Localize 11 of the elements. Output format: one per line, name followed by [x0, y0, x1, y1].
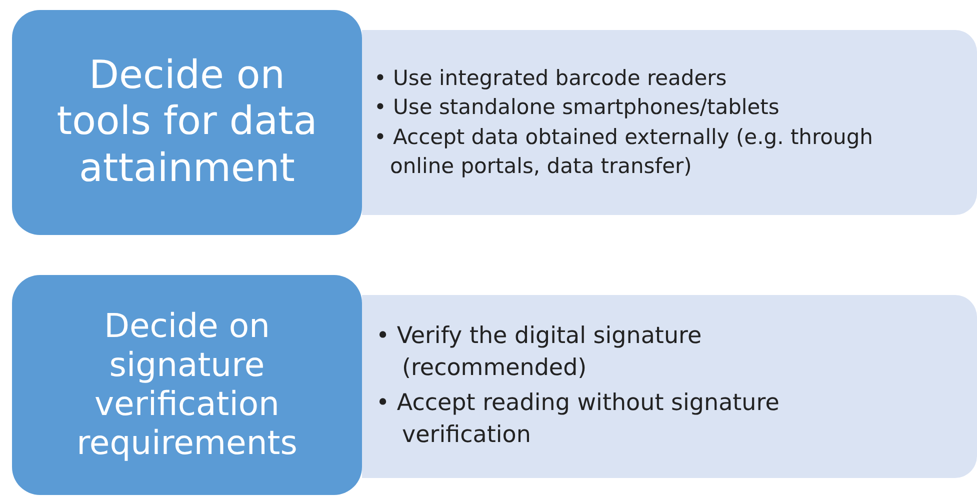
options-panel: [362, 30, 977, 215]
step-title: Decide on tools for data attainment: [56, 53, 318, 192]
step-title: Decide on signature verification requirements: [76, 307, 298, 463]
bullet-item: • Use standalone smartphones/tablets: [374, 94, 780, 122]
bullet-item: • Use integrated barcode readers: [374, 64, 728, 92]
options-panel: [362, 295, 977, 478]
step-box: [12, 10, 362, 235]
step-box: [12, 275, 362, 495]
bullet-item: • Accept reading without signature verification: [376, 388, 780, 450]
bullet-item: • Verify the digital signature (recommended): [376, 322, 703, 384]
bullet-item: • Accept data obtained externally (e.g. through online portals, data transfer): [374, 124, 874, 180]
